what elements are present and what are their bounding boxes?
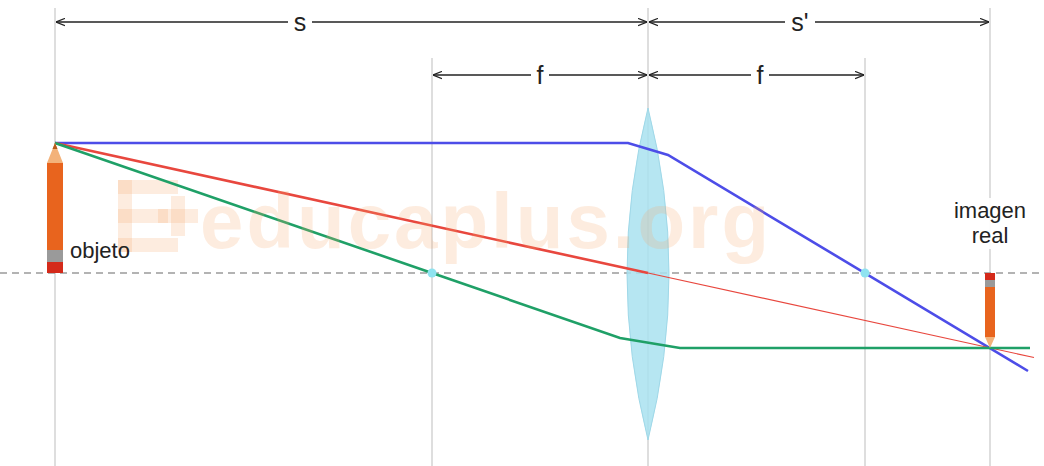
dimension-label: s' — [785, 8, 814, 37]
focal-ray — [55, 143, 1030, 348]
pencil-tip — [985, 337, 995, 348]
object-label: objeto — [70, 238, 130, 263]
dimension-label: f — [531, 61, 550, 90]
dimension-label: f — [751, 61, 770, 90]
reference-line — [431, 58, 432, 466]
converging-lens — [627, 108, 669, 440]
focal-point — [428, 269, 437, 278]
image-label: imagen real — [940, 198, 1040, 249]
pencil-body — [985, 287, 995, 337]
pencil-eraser — [47, 262, 63, 273]
pencil-band — [47, 250, 63, 262]
dimension-line — [649, 21, 989, 22]
image-pencil — [985, 273, 995, 348]
central-ray — [648, 273, 1034, 358]
dimension-lines — [56, 22, 989, 75]
watermark-logo — [118, 180, 198, 252]
dimension-line — [56, 21, 647, 22]
optical-axis — [0, 272, 1044, 273]
dimension-label: s — [288, 8, 313, 37]
pencil-lead — [53, 143, 58, 149]
pencil-eraser — [985, 273, 995, 280]
pencil-body — [47, 163, 63, 250]
watermark: educaplus.org — [200, 182, 772, 260]
parallel-ray — [55, 143, 1028, 371]
focal-point — [861, 269, 870, 278]
reference-line — [864, 58, 865, 466]
pencil-band — [985, 280, 995, 287]
pencil-tip — [47, 143, 63, 163]
object-pencil — [47, 143, 63, 273]
reference-lines — [55, 8, 990, 466]
